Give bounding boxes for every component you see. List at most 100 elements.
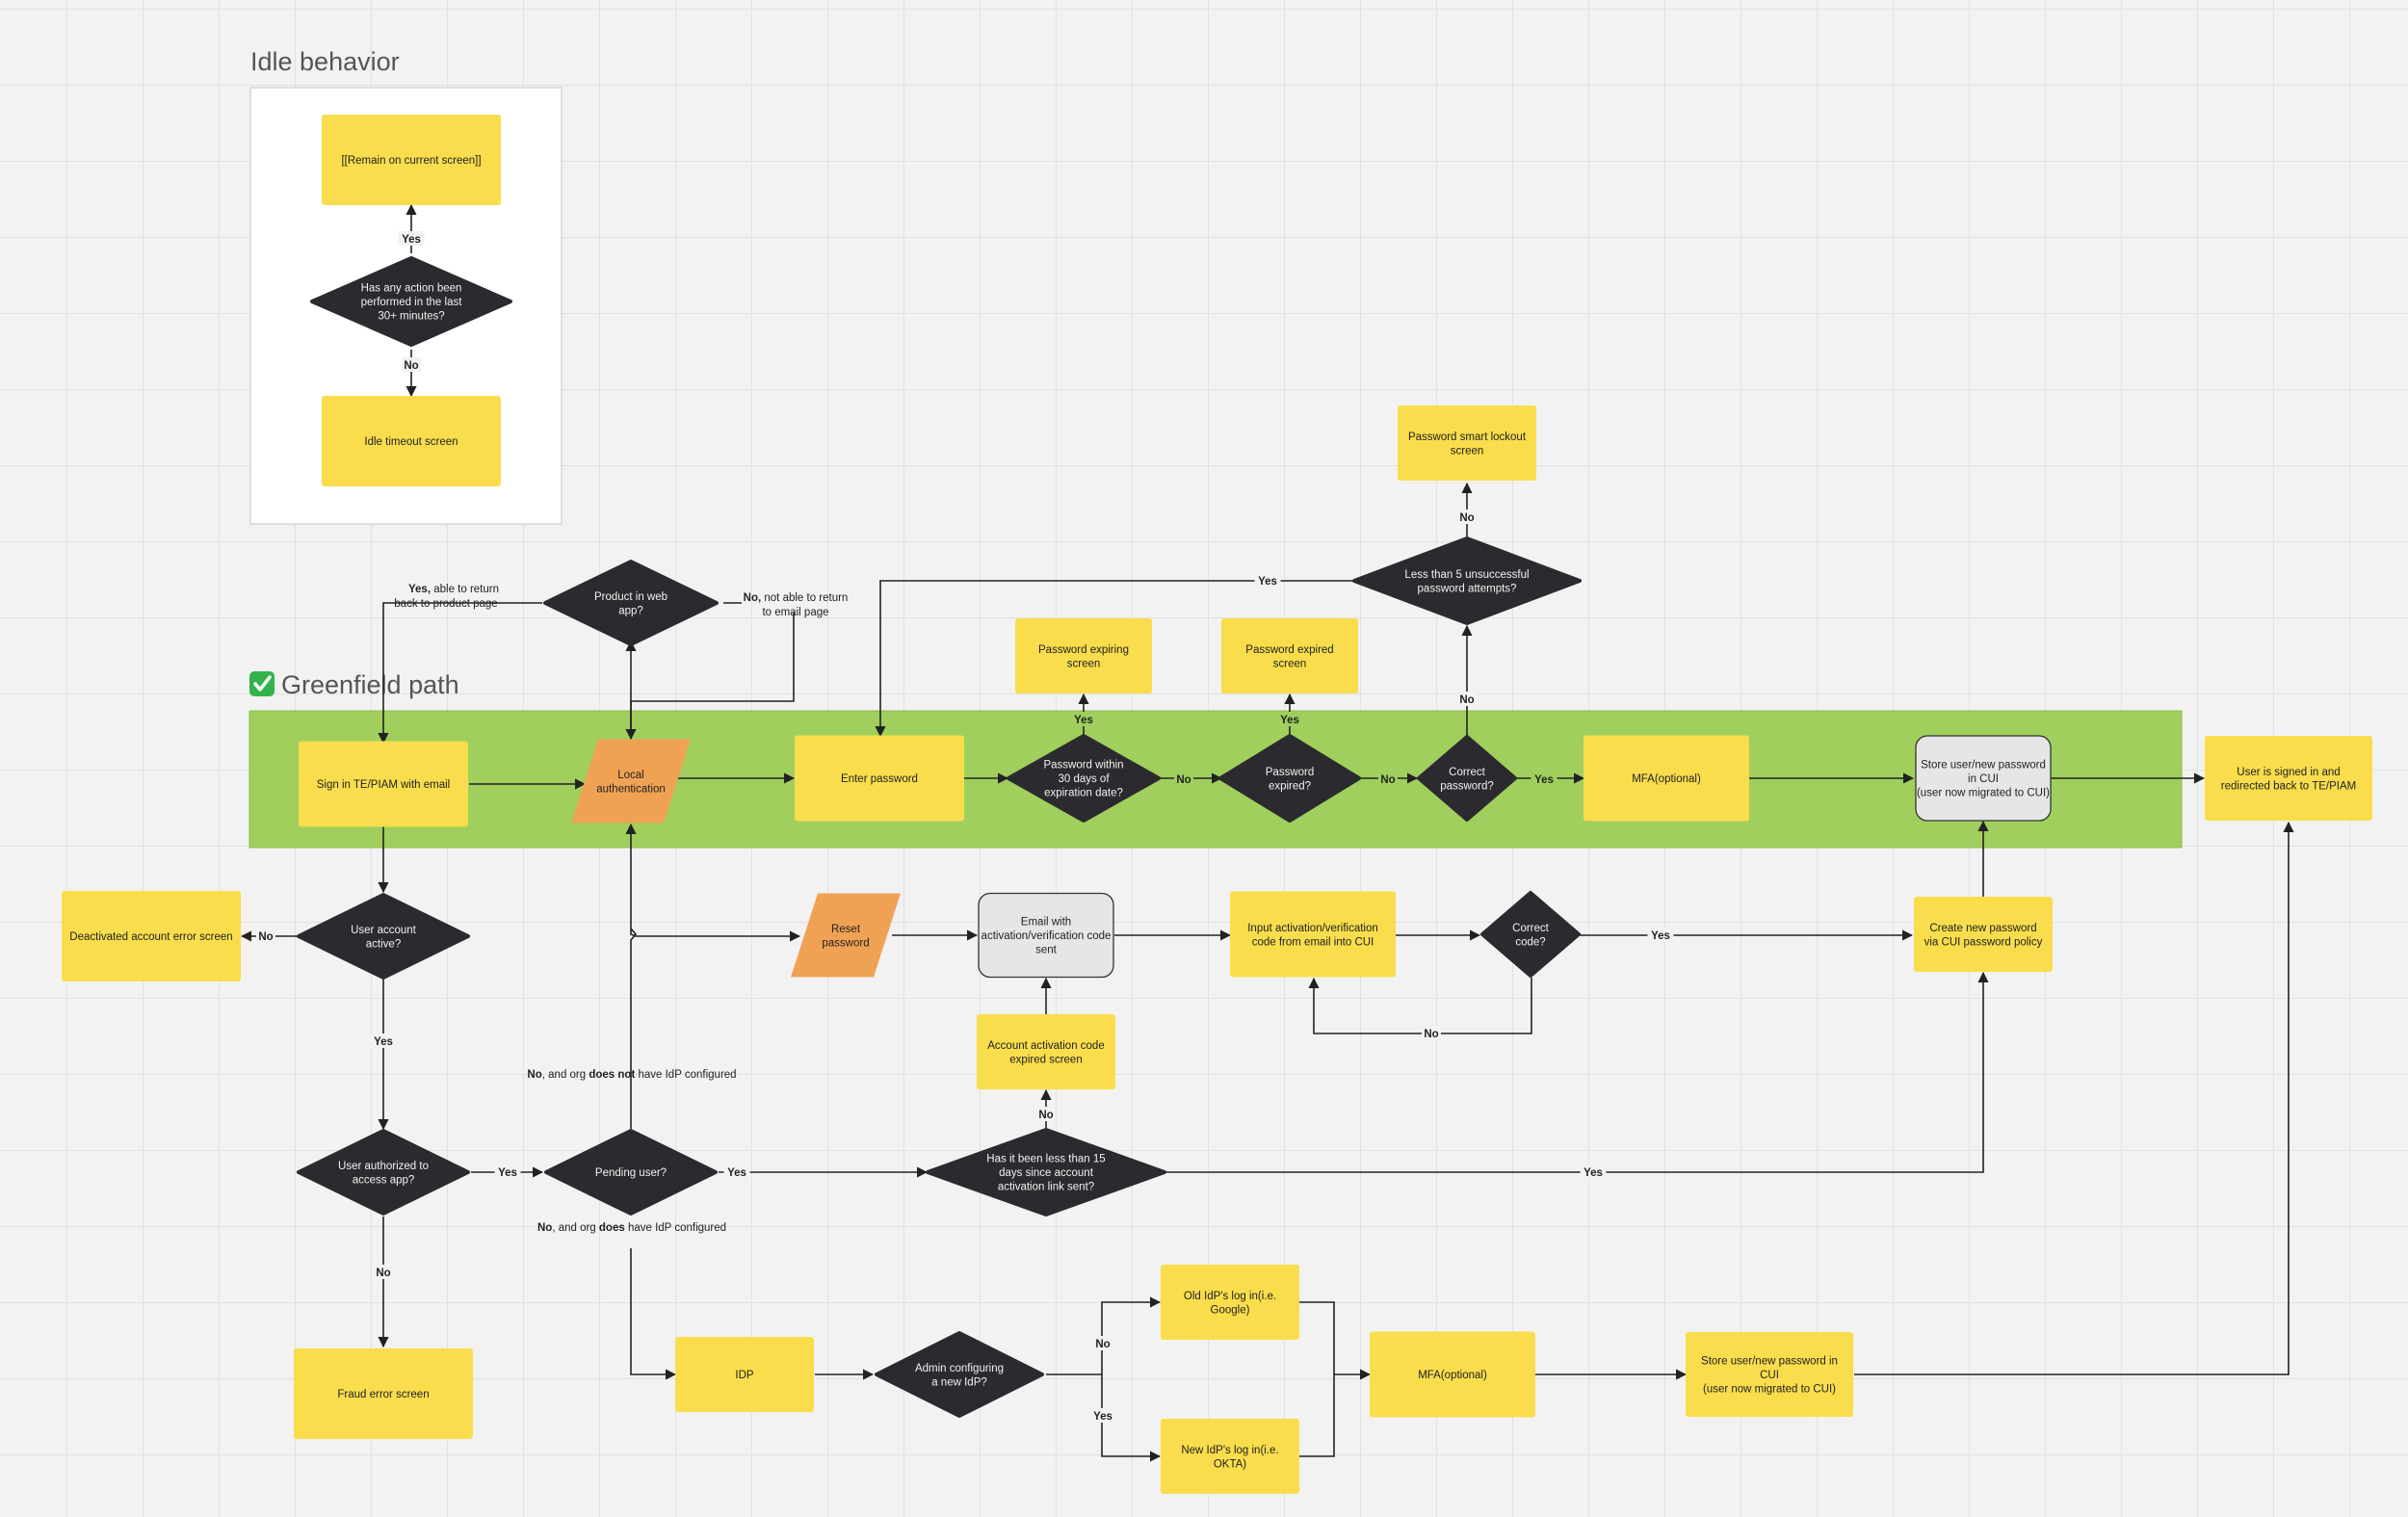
edge-label-bg — [398, 231, 425, 246]
edge-label-yes: Yes — [1651, 930, 1670, 942]
node-idle-timeout[interactable]: Idle timeout screen — [322, 396, 501, 486]
note-no-org-does-idp: No, and org does have IdP configured — [537, 1222, 726, 1234]
node-correct-password-shape — [1417, 735, 1517, 822]
node-idp[interactable]: IDP — [675, 1337, 814, 1412]
node-new-idp-label: New IdP's log in(i.e.OKTA) — [1181, 1445, 1278, 1471]
node-fraud-shape — [294, 1348, 473, 1439]
edges — [240, 203, 2294, 1462]
node-pwd-expiring-screen-shape — [1015, 618, 1152, 693]
edge-idp-merge — [1298, 1301, 1335, 1457]
node-create-password-shape — [1914, 897, 2053, 972]
node-mfa-2[interactable]: MFA(optional) — [1370, 1331, 1535, 1418]
node-product-web-app-shape — [543, 560, 719, 646]
node-pending-user-label: Pending user? — [595, 1167, 667, 1179]
node-mfa-2-shape — [1370, 1331, 1535, 1418]
node-correct-code-shape — [1480, 891, 1581, 978]
node-remain-current[interactable]: [[Remain on current screen]] — [322, 115, 501, 205]
edge-label-bg — [1457, 692, 1477, 706]
node-deactivated-shape — [62, 891, 241, 981]
node-mfa-1-label: MFA(optional) — [1632, 773, 1701, 785]
node-local-auth-shape — [571, 739, 691, 824]
node-mfa-1[interactable]: MFA(optional) — [1584, 735, 1749, 822]
edge-label-no: No — [1038, 1110, 1053, 1121]
node-sign-in[interactable]: Sign in TE/PIAM with email — [299, 741, 468, 827]
node-smart-lockout-shape — [1398, 405, 1536, 481]
node-sign-in-label: Sign in TE/PIAM with email — [317, 779, 450, 791]
node-activation-expired-shape — [977, 1014, 1115, 1089]
edge-label-bg — [1531, 772, 1557, 786]
edge-label-bg — [1647, 928, 1674, 942]
node-fraud[interactable]: Fraud error screen — [294, 1348, 473, 1439]
node-deactivated[interactable]: Deactivated account error screen — [62, 891, 241, 981]
node-pending-user[interactable]: Pending user? — [544, 1129, 718, 1216]
node-less-than-5-shape — [1352, 536, 1582, 625]
edge-label-no: No — [376, 1268, 390, 1279]
node-new-idp[interactable]: New IdP's log in(i.e.OKTA) — [1161, 1419, 1299, 1494]
edge-label-yes: Yes — [1093, 1411, 1112, 1423]
node-enter-password[interactable]: Enter password — [795, 735, 964, 822]
edge-label-bg — [374, 1265, 393, 1279]
edge-label-bg — [402, 357, 421, 372]
check-box-icon — [249, 671, 275, 696]
edge-label-bg — [256, 929, 275, 943]
edge-to-resetpassword — [630, 929, 801, 942]
greenfield-frame[interactable] — [249, 710, 2183, 849]
node-idle-timeout-shape — [322, 396, 501, 486]
note-yes-return: Yes, able to return — [408, 584, 499, 595]
idle-behavior-title: Idle behavior — [250, 47, 400, 76]
edge-label-yes: Yes — [727, 1167, 746, 1179]
edge-label-no: No — [1459, 694, 1474, 706]
node-authorized-shape — [297, 1129, 470, 1216]
edge-label-bg — [1422, 1026, 1441, 1040]
node-input-code-shape — [1230, 891, 1396, 978]
node-email-code-shape — [978, 892, 1114, 979]
edge-label-bg — [1093, 1336, 1112, 1350]
edge-label-bg — [370, 1033, 397, 1048]
node-pending-user-shape — [544, 1129, 718, 1216]
edge-pending-localauth — [625, 823, 638, 1129]
note-no-return-line2: to email page — [762, 607, 828, 618]
note-no-return: No, not able to return — [744, 592, 849, 604]
node-reset-password-shape — [791, 893, 901, 978]
node-enter-password-shape — [795, 735, 964, 822]
node-old-idp[interactable]: Old IdP's log in(i.e.Google) — [1161, 1265, 1299, 1340]
